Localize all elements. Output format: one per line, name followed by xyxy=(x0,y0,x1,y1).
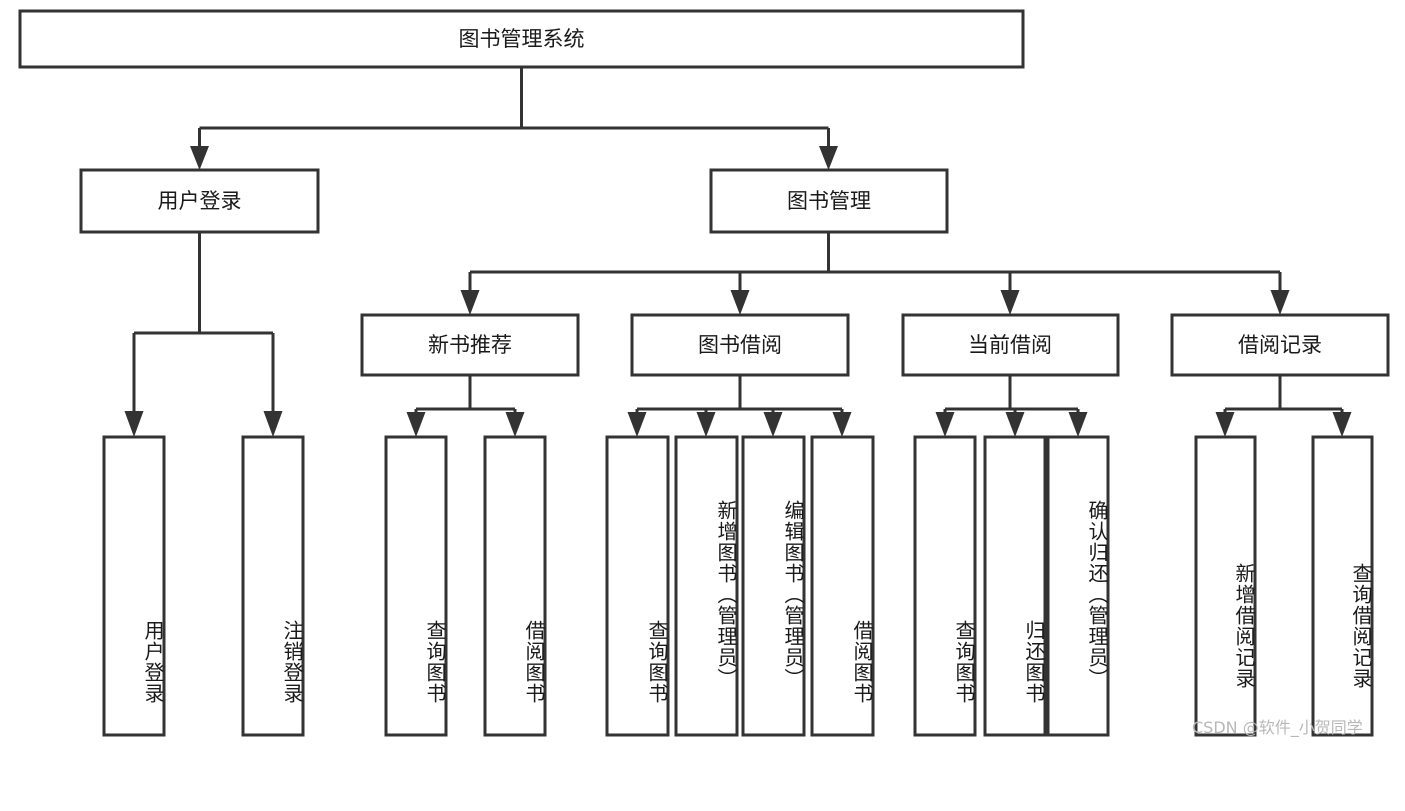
node-book-borrow[interactable]: 图书借阅 xyxy=(630,313,850,377)
leaf-box-logout[interactable] xyxy=(241,435,305,737)
node-current-borrow-box[interactable] xyxy=(901,313,1120,377)
node-current-borrow-label: 当前借阅 xyxy=(968,333,1052,357)
leaf-box-confirm-return[interactable] xyxy=(1046,435,1110,737)
connector-layer xyxy=(124,67,1352,437)
leaf-box-user-login[interactable] xyxy=(102,435,166,737)
arrow-to-leaf-borrow-book-2 xyxy=(832,412,852,437)
arrow-to-user-login xyxy=(190,146,209,170)
tree-diagram-svg: 图书管理系统 用户登录 图书管理 新书推荐 图书借阅 当前借阅 借阅记录 xyxy=(18,9,1390,737)
leaf-box-query-book-1[interactable] xyxy=(384,435,448,737)
leaf-box-add-book[interactable] xyxy=(674,435,739,737)
arrow-to-leaf-confirm-return xyxy=(1068,412,1088,437)
node-book-management[interactable]: 图书管理 xyxy=(709,168,949,234)
node-borrow-record-box[interactable] xyxy=(1170,313,1390,377)
arrow-to-current-borrow xyxy=(1000,290,1020,315)
node-root[interactable]: 图书管理系统 xyxy=(18,9,1025,69)
node-user-login-label: 用户登录 xyxy=(158,189,242,213)
leaf-box-borrow-book-1[interactable] xyxy=(483,435,547,737)
leaf-box-layer xyxy=(102,435,1374,737)
leaf-box-add-record[interactable] xyxy=(1194,435,1257,737)
arrow-to-leaf-logout xyxy=(263,411,283,437)
node-new-book-recommend[interactable]: 新书推荐 xyxy=(360,313,580,377)
leaf-box-query-record[interactable] xyxy=(1311,435,1374,737)
arrow-to-borrow-record xyxy=(1270,290,1290,315)
arrow-to-leaf-query-book-3 xyxy=(935,412,955,437)
arrow-to-leaf-add-record xyxy=(1215,412,1235,437)
node-book-management-box[interactable] xyxy=(709,168,949,234)
arrow-to-book-borrow xyxy=(730,290,750,315)
leaf-box-query-book-2[interactable] xyxy=(605,435,670,737)
diagram-canvas: 图书管理系统 用户登录 图书管理 新书推荐 图书借阅 当前借阅 借阅记录 xyxy=(18,9,1390,737)
arrow-to-new-book-rec xyxy=(460,290,480,315)
node-borrow-record[interactable]: 借阅记录 xyxy=(1170,313,1390,377)
node-user-login-box[interactable] xyxy=(79,168,320,234)
leaf-box-return-book[interactable] xyxy=(983,435,1047,737)
csdn-watermark: CSDN @软件_小贺同学 xyxy=(1192,718,1363,737)
arrow-to-leaf-borrow-book-1 xyxy=(505,412,525,437)
node-borrow-record-label: 借阅记录 xyxy=(1238,333,1322,357)
node-book-management-label: 图书管理 xyxy=(787,189,871,213)
arrow-to-leaf-edit-book xyxy=(763,412,783,437)
arrow-to-leaf-query-book-1 xyxy=(406,412,426,437)
node-new-book-recommend-label: 新书推荐 xyxy=(428,333,512,357)
leaf-box-borrow-book-2[interactable] xyxy=(810,435,875,737)
arrow-to-book-mgmt xyxy=(819,146,838,170)
node-root-label: 图书管理系统 xyxy=(459,27,585,51)
arrow-to-leaf-user-login xyxy=(124,411,144,437)
leaf-box-edit-book[interactable] xyxy=(741,435,806,737)
node-root-box[interactable] xyxy=(18,9,1025,69)
arrow-to-leaf-query-book-2 xyxy=(627,412,647,437)
node-current-borrow[interactable]: 当前借阅 xyxy=(901,313,1120,377)
node-book-borrow-box[interactable] xyxy=(630,313,850,377)
node-book-borrow-label: 图书借阅 xyxy=(698,333,782,357)
leaf-box-query-book-3[interactable] xyxy=(913,435,977,737)
node-new-book-recommend-box[interactable] xyxy=(360,313,580,377)
arrow-to-leaf-query-record xyxy=(1332,412,1352,437)
arrow-to-leaf-add-book xyxy=(696,412,716,437)
node-user-login[interactable]: 用户登录 xyxy=(79,168,320,234)
arrow-to-leaf-return-book xyxy=(1005,412,1025,437)
